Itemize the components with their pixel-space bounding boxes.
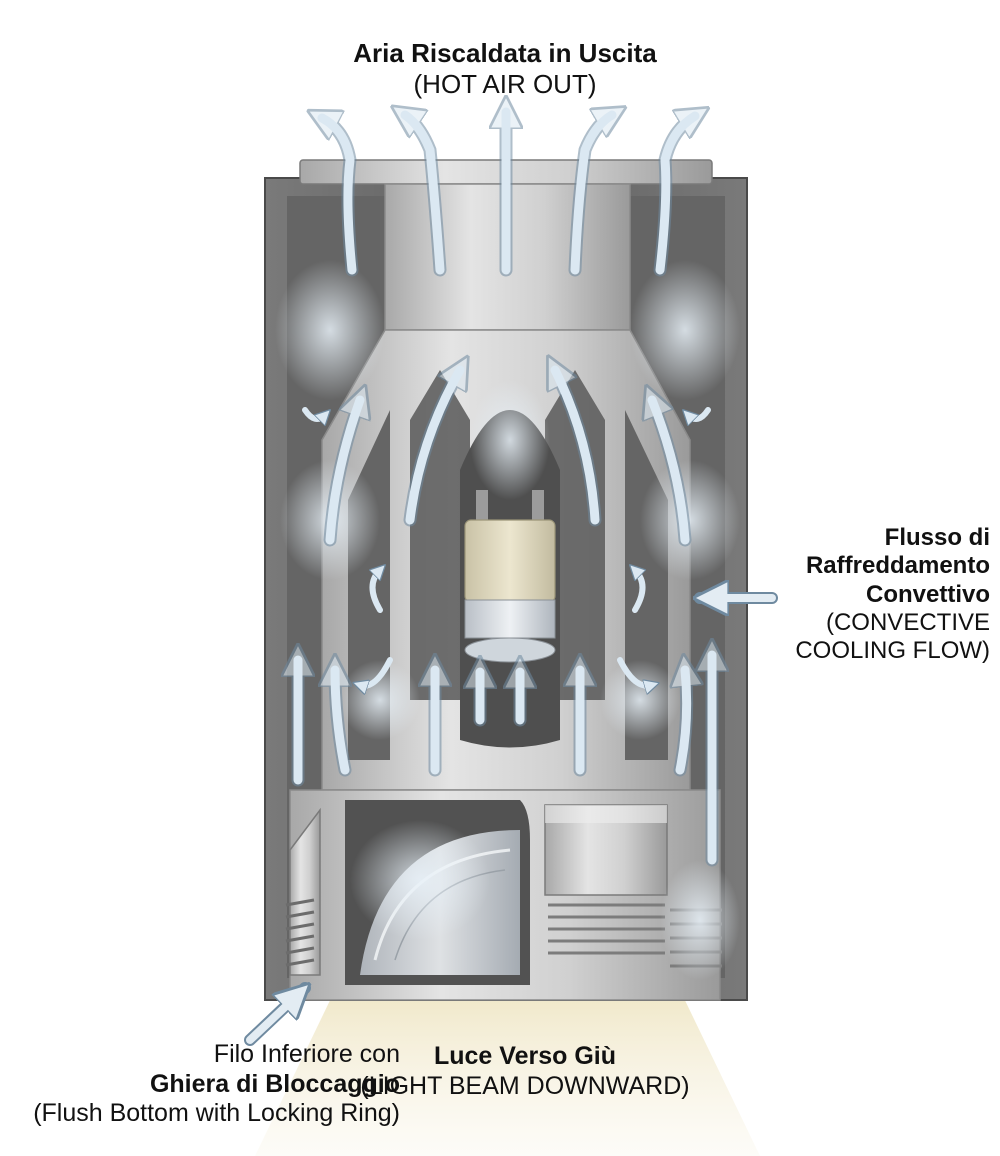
cooling-subtitle-line-2: COOLING FLOW) — [795, 637, 990, 665]
air-wisps — [275, 260, 740, 980]
hot-air-title: Aria Riscaldata in Uscita — [353, 38, 657, 68]
cooling-subtitle-line-1: (CONVECTIVE — [825, 608, 990, 636]
cooling-title-line-1: Flusso di — [884, 524, 990, 551]
locking-ring-subtitle: (Flush Bottom with Locking Ring) — [33, 1099, 400, 1127]
locking-ring-label: Filo Inferiore con Ghiera di Bloccaggio … — [0, 1040, 400, 1129]
hot-air-subtitle: (HOT AIR OUT) — [413, 68, 597, 99]
light-beam-title: Luce Verso Giù — [433, 1042, 616, 1070]
light-beam — [255, 990, 760, 1156]
cooling-flow-label: Flusso di Raffreddamento Convettivo (CON… — [740, 524, 990, 666]
swirl-arrow-icon — [373, 570, 381, 613]
light-beam-subtitle: (LIGHT BEAM DOWNWARD) — [360, 1071, 690, 1100]
swirl-arrow-icon — [688, 407, 711, 419]
cooling-title-line-3: Convettivo — [865, 580, 990, 608]
swirl-arrow-icon — [635, 570, 643, 613]
locking-ring-line-2: Ghiera di Bloccaggio — [149, 1069, 400, 1098]
swirl-arrow-icon — [360, 657, 393, 686]
light-beam-label: Luce Verso Giù (LIGHT BEAM DOWNWARD) — [340, 1042, 710, 1101]
swirl-arrow-icon — [617, 657, 652, 686]
hot-air-label: Aria Riscaldata in Uscita (HOT AIR OUT) — [300, 38, 710, 99]
locking-ring — [285, 807, 321, 976]
cooling-title-line-2: Raffreddamento — [805, 552, 990, 580]
locking-ring-line-1: Filo Inferiore con — [213, 1040, 400, 1068]
airflow-arrows — [298, 112, 712, 867]
ballast-block — [544, 804, 668, 896]
pointer-arrows — [244, 598, 778, 1046]
swirl-arrow-icon — [302, 407, 325, 419]
